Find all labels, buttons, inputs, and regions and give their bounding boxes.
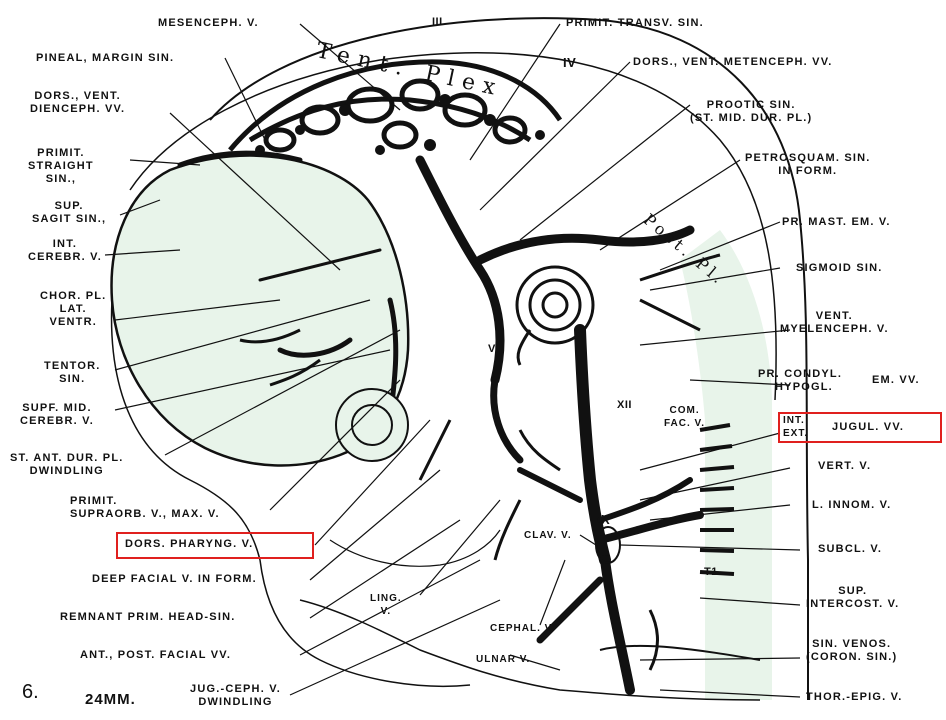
- nerve-t1: T1: [704, 566, 718, 579]
- label-thor-epig-v: THOR.-EPIG. V.: [806, 691, 902, 704]
- label-sup-sagit-sin: SUP. SAGIT SIN.,: [32, 200, 106, 226]
- label-primit-transv-sin: PRIMIT. TRANSV. SIN.: [566, 17, 704, 30]
- nerve-iii: III: [432, 16, 443, 29]
- label-pr-condyl-hypogl: PR. CONDYL. HYPOGL.: [758, 368, 842, 394]
- nerve-xii: XII: [617, 399, 632, 412]
- label-subcl-v: SUBCL. V.: [818, 543, 882, 556]
- figure-number: 6.: [22, 686, 39, 699]
- label-jug-ceph-v: JUG.-CEPH. V. DWINDLING: [190, 683, 281, 709]
- label-dors-vent-metenceph-vv: DORS., VENT. METENCEPH. VV.: [633, 56, 832, 69]
- label-sin-venos: SIN. VENOS. (CORON. SIN.): [806, 638, 897, 664]
- nerve-iv: IV: [563, 56, 576, 69]
- label-ling-v: LING. V.: [370, 592, 402, 618]
- embryo-stage: 24MM.: [85, 693, 136, 706]
- label-deep-facial-v: DEEP FACIAL V. IN FORM.: [92, 573, 257, 586]
- label-dors-vent-dienceph-vv: DORS., VENT. DIENCEPH. VV.: [30, 90, 125, 116]
- label-dors-pharyng-v: DORS. PHARYNG. V.: [125, 538, 253, 551]
- label-ant-post-facial-vv: ANT., POST. FACIAL VV.: [80, 649, 231, 662]
- label-prootic-sin: PROOTIC SIN. (ST. MID. DUR. PL.): [690, 99, 812, 125]
- label-vent-myelenceph-v: VENT. MYELENCEPH. V.: [780, 310, 889, 336]
- label-primit-straight-sin: PRIMIT. STRAIGHT SIN.,: [28, 147, 94, 186]
- label-int-cerebr-v: INT. CEREBR. V.: [28, 238, 102, 264]
- label-l-innom-v: L. INNOM. V.: [812, 499, 891, 512]
- label-mesenceph-v: MESENCEPH. V.: [158, 17, 259, 30]
- label-remnant-prim-head-sin: REMNANT PRIM. HEAD-SIN.: [60, 611, 236, 624]
- label-chor-pl-lat-ventr: CHOR. PL. LAT. VENTR.: [40, 290, 106, 329]
- mandible-outline: [330, 530, 500, 566]
- label-sigmoid-sin: SIGMOID SIN.: [796, 262, 883, 275]
- label-tentor-sin: TENTOR. SIN.: [44, 360, 100, 386]
- label-com-fac-v: COM. FAC. V.: [664, 404, 705, 430]
- label-jugul-vv: JUGUL. VV.: [832, 421, 904, 434]
- eye: [336, 389, 408, 461]
- label-petrosquam-sin: PETROSQUAM. SIN. IN FORM.: [745, 152, 871, 178]
- label-primit-supraorb: PRIMIT. SUPRAORB. V., MAX. V.: [70, 495, 220, 521]
- label-supf-mid-cerebr-v: SUPF. MID. CEREBR. V.: [20, 402, 94, 428]
- label-vert-v: VERT. V.: [818, 460, 871, 473]
- label-int-ext: INT. EXT.: [783, 414, 808, 440]
- label-st-ant-dur-pl: ST. ANT. DUR. PL. DWINDLING: [10, 452, 124, 478]
- label-ulnar-v: ULNAR V.: [476, 653, 530, 666]
- label-pr-mast-em-v: PR. MAST. EM. V.: [782, 216, 891, 229]
- label-sup-intercost-v: SUP. INTERCOST. V.: [806, 585, 899, 611]
- spinal-tint: [680, 230, 772, 700]
- label-cephal-v: CEPHAL. V.: [490, 622, 555, 635]
- label-em-vv: EM. VV.: [872, 374, 920, 387]
- label-pineal-margin-sin: PINEAL, MARGIN SIN.: [36, 52, 174, 65]
- nerve-x: X: [601, 513, 610, 526]
- nerve-v: V: [488, 343, 496, 356]
- label-clav-v: CLAV. V.: [524, 529, 572, 542]
